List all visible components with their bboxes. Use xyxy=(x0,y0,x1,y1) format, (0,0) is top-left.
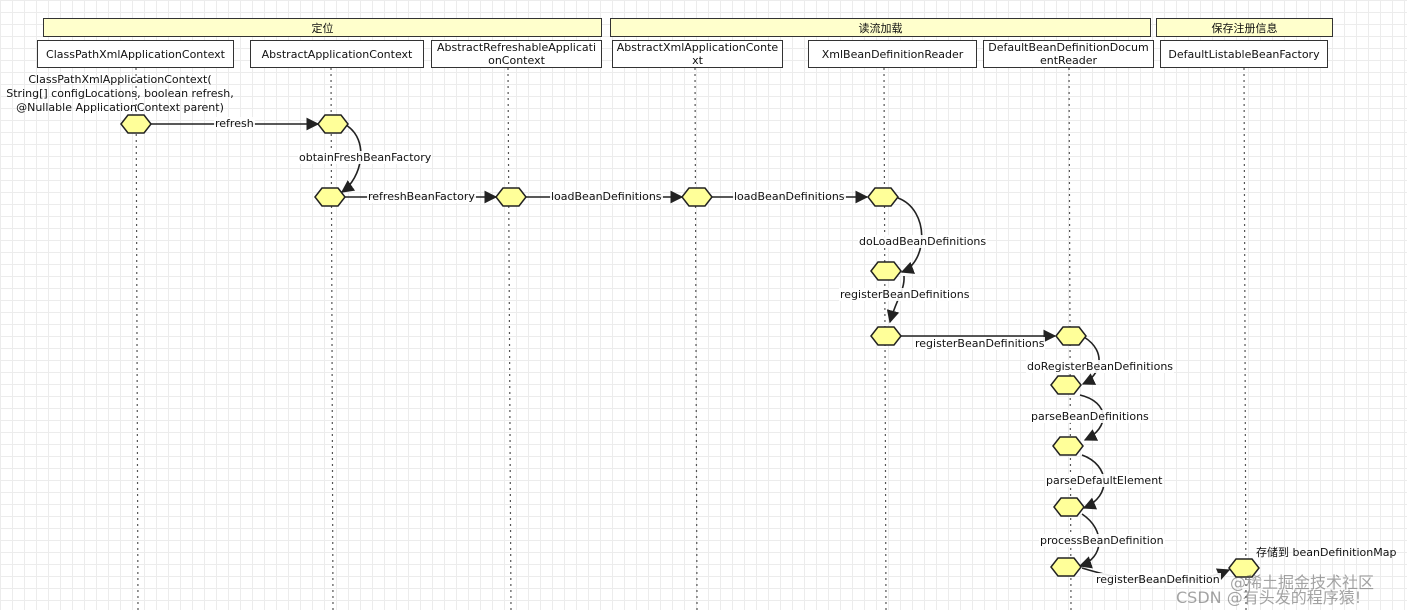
label-process-bean-definition: processBeanDefinition xyxy=(1039,534,1165,547)
activation-hexagon-6 xyxy=(867,187,899,207)
label-refresh-bean-factory: refreshBeanFactory xyxy=(367,190,476,203)
activation-hexagon-8 xyxy=(870,326,902,346)
watermark-juejin: @稀土掘金技术社区 xyxy=(1230,573,1375,592)
participant-abstract-application-context: AbstractApplicationContext xyxy=(250,40,424,68)
phase-load: 读流加载 xyxy=(610,18,1151,37)
activation-hexagon-14 xyxy=(1228,558,1260,578)
participant-xml-bean-definition-reader: XmlBeanDefinitionReader xyxy=(808,40,977,68)
participant-classpath-xml-application-context: ClassPathXmlApplicationContext xyxy=(37,40,234,68)
participant-abstract-xml-application-context: AbstractXmlApplicationContext xyxy=(612,40,783,68)
lifeline-refreshable xyxy=(507,67,512,610)
activation-hexagon-2 xyxy=(317,114,349,134)
activation-hexagon-11 xyxy=(1052,436,1084,456)
label-load-bean-definitions-2: loadBeanDefinitions xyxy=(733,190,846,203)
label-register-bean-definition: registerBeanDefinition xyxy=(1095,573,1221,586)
watermark-csdn: CSDN @有头发的程序猿! xyxy=(1176,588,1362,607)
activation-hexagon-7 xyxy=(870,261,902,281)
label-register-bean-definitions-call: registerBeanDefinitions xyxy=(914,337,1046,350)
label-parse-default-element: parseDefaultElement xyxy=(1045,474,1164,487)
label-load-bean-definitions-1: loadBeanDefinitions xyxy=(550,190,663,203)
lifeline-abstract-app xyxy=(330,67,334,610)
store-note: 存储到 beanDefinitionMap xyxy=(1256,546,1397,559)
label-obtain-fresh-bean-factory: obtainFreshBeanFactory xyxy=(298,151,433,164)
activation-hexagon-4 xyxy=(495,187,527,207)
label-do-register-bean-definitions: doRegisterBeanDefinitions xyxy=(1026,360,1175,373)
lifeline-classpath xyxy=(135,67,139,610)
phase-locate: 定位 xyxy=(43,18,602,37)
lifeline-xml-app xyxy=(694,67,698,610)
activation-hexagon-9 xyxy=(1055,326,1087,346)
participant-abstract-refreshable-application-context: AbstractRefreshableApplicationContext xyxy=(431,40,602,68)
label-do-load-bean-definitions: doLoadBeanDefinitions xyxy=(858,235,988,248)
label-parse-bean-definitions: parseBeanDefinitions xyxy=(1030,410,1150,423)
activation-hexagon-3 xyxy=(314,187,346,207)
lifeline-bean-factory xyxy=(1243,67,1247,610)
label-refresh: refresh xyxy=(214,117,255,130)
activation-hexagon-5 xyxy=(681,187,713,207)
activation-hexagon-13 xyxy=(1050,557,1082,577)
activation-hexagon-1 xyxy=(120,114,152,134)
constructor-note: ClassPathXmlApplicationContext( String[]… xyxy=(6,73,234,114)
activation-hexagon-10 xyxy=(1050,375,1082,395)
participant-default-listable-bean-factory: DefaultListableBeanFactory xyxy=(1160,40,1328,68)
participant-default-bean-definition-document-reader: DefaultBeanDefinitionDocumentReader xyxy=(983,40,1154,68)
phase-register: 保存注册信息 xyxy=(1156,18,1333,37)
label-register-bean-definitions-self: registerBeanDefinitions xyxy=(839,288,971,301)
activation-hexagon-12 xyxy=(1053,497,1085,517)
